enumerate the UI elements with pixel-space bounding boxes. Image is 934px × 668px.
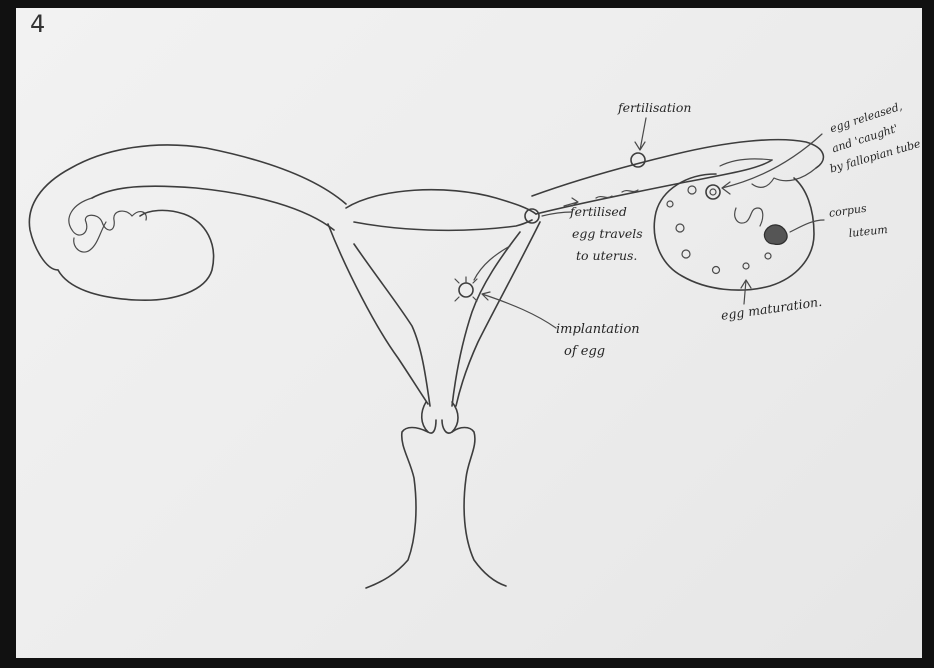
uterus-outer-left (328, 224, 428, 404)
follicle (688, 186, 696, 194)
label-implantation-line1: implantation (556, 322, 640, 337)
right-fallopian-tube-upper (532, 140, 823, 196)
arrow-implantation (482, 292, 556, 328)
uterus-outer-right (456, 222, 540, 406)
left-fallopian-tube-lower (92, 186, 334, 230)
left-fallopian-tube-upper (29, 145, 346, 270)
follicle (682, 250, 690, 258)
cervix-left (422, 402, 436, 433)
label-fertilised-line2: egg travels (572, 226, 643, 241)
uterus-top (346, 190, 536, 214)
fertilised-egg-in-tube (631, 153, 645, 167)
follicle (743, 263, 749, 269)
left-fimbriae (69, 198, 146, 235)
follicle (667, 201, 673, 207)
arrow-fertilisation (635, 118, 646, 150)
label-fertilised-line1: fertilised (570, 204, 627, 219)
vagina-left (366, 428, 428, 589)
uterus-inner-right (452, 232, 520, 406)
released-egg-nucleus (710, 189, 716, 195)
label-fertilisation: fertilisation (618, 100, 691, 115)
corpus-luteum-blob (764, 225, 787, 244)
sketch-paper: 4 (16, 8, 922, 658)
implantation-travel-line (474, 246, 510, 280)
label-implantation-line2: of egg (564, 344, 605, 359)
arrow-corpus-luteum (790, 220, 824, 232)
left-fimbriae-inner (74, 222, 106, 252)
vagina-right (452, 428, 506, 587)
uterus-inner-top (354, 220, 532, 230)
follicle (765, 253, 771, 259)
released-egg (706, 185, 720, 199)
label-fertilised-line3: to uterus. (576, 248, 637, 263)
implanted-egg (459, 283, 473, 297)
ovary-fimbriae (735, 208, 763, 226)
follicle (676, 224, 684, 232)
arrow-maturation (741, 280, 751, 304)
arrow-fertilised (542, 212, 572, 216)
uterus-inner-left (354, 244, 430, 406)
left-ovary-outline (58, 210, 214, 300)
cervix-right (442, 402, 458, 433)
reproductive-system-sketch (16, 8, 922, 658)
follicle (713, 267, 720, 274)
